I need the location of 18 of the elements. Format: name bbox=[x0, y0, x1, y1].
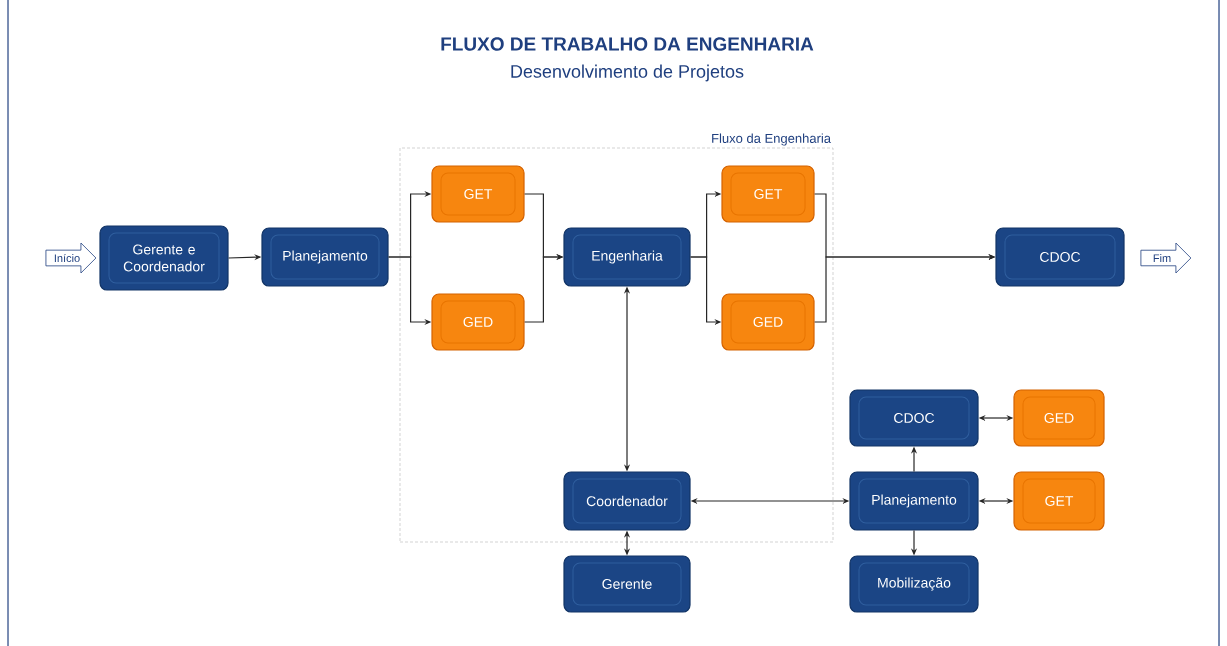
process-box: GET bbox=[1013, 471, 1105, 531]
group-heading: Fluxo da Engenharia bbox=[712, 133, 832, 146]
process-box: GET bbox=[431, 165, 525, 223]
subtitle: Desenvolvimento de Projetos bbox=[511, 64, 744, 82]
process-box: GET bbox=[721, 165, 815, 223]
process-box: Mobilização bbox=[849, 555, 979, 613]
process-box: GED bbox=[1013, 389, 1105, 447]
process-box: Gerente e Coordenador bbox=[99, 225, 229, 291]
process-box: GED bbox=[721, 293, 815, 351]
title: FLUXO DE TRABALHO DA ENGENHARIA bbox=[441, 37, 814, 51]
process-box: Planejamento bbox=[849, 471, 979, 531]
process-box: Gerente bbox=[563, 555, 691, 613]
process-box: Planejamento bbox=[261, 227, 389, 287]
process-box: Coordenador bbox=[563, 471, 691, 531]
process-box: Engenharia bbox=[563, 227, 691, 287]
process-box: CDOC bbox=[849, 389, 979, 447]
process-box: GED bbox=[431, 293, 525, 351]
process-box: CDOC bbox=[995, 227, 1125, 287]
